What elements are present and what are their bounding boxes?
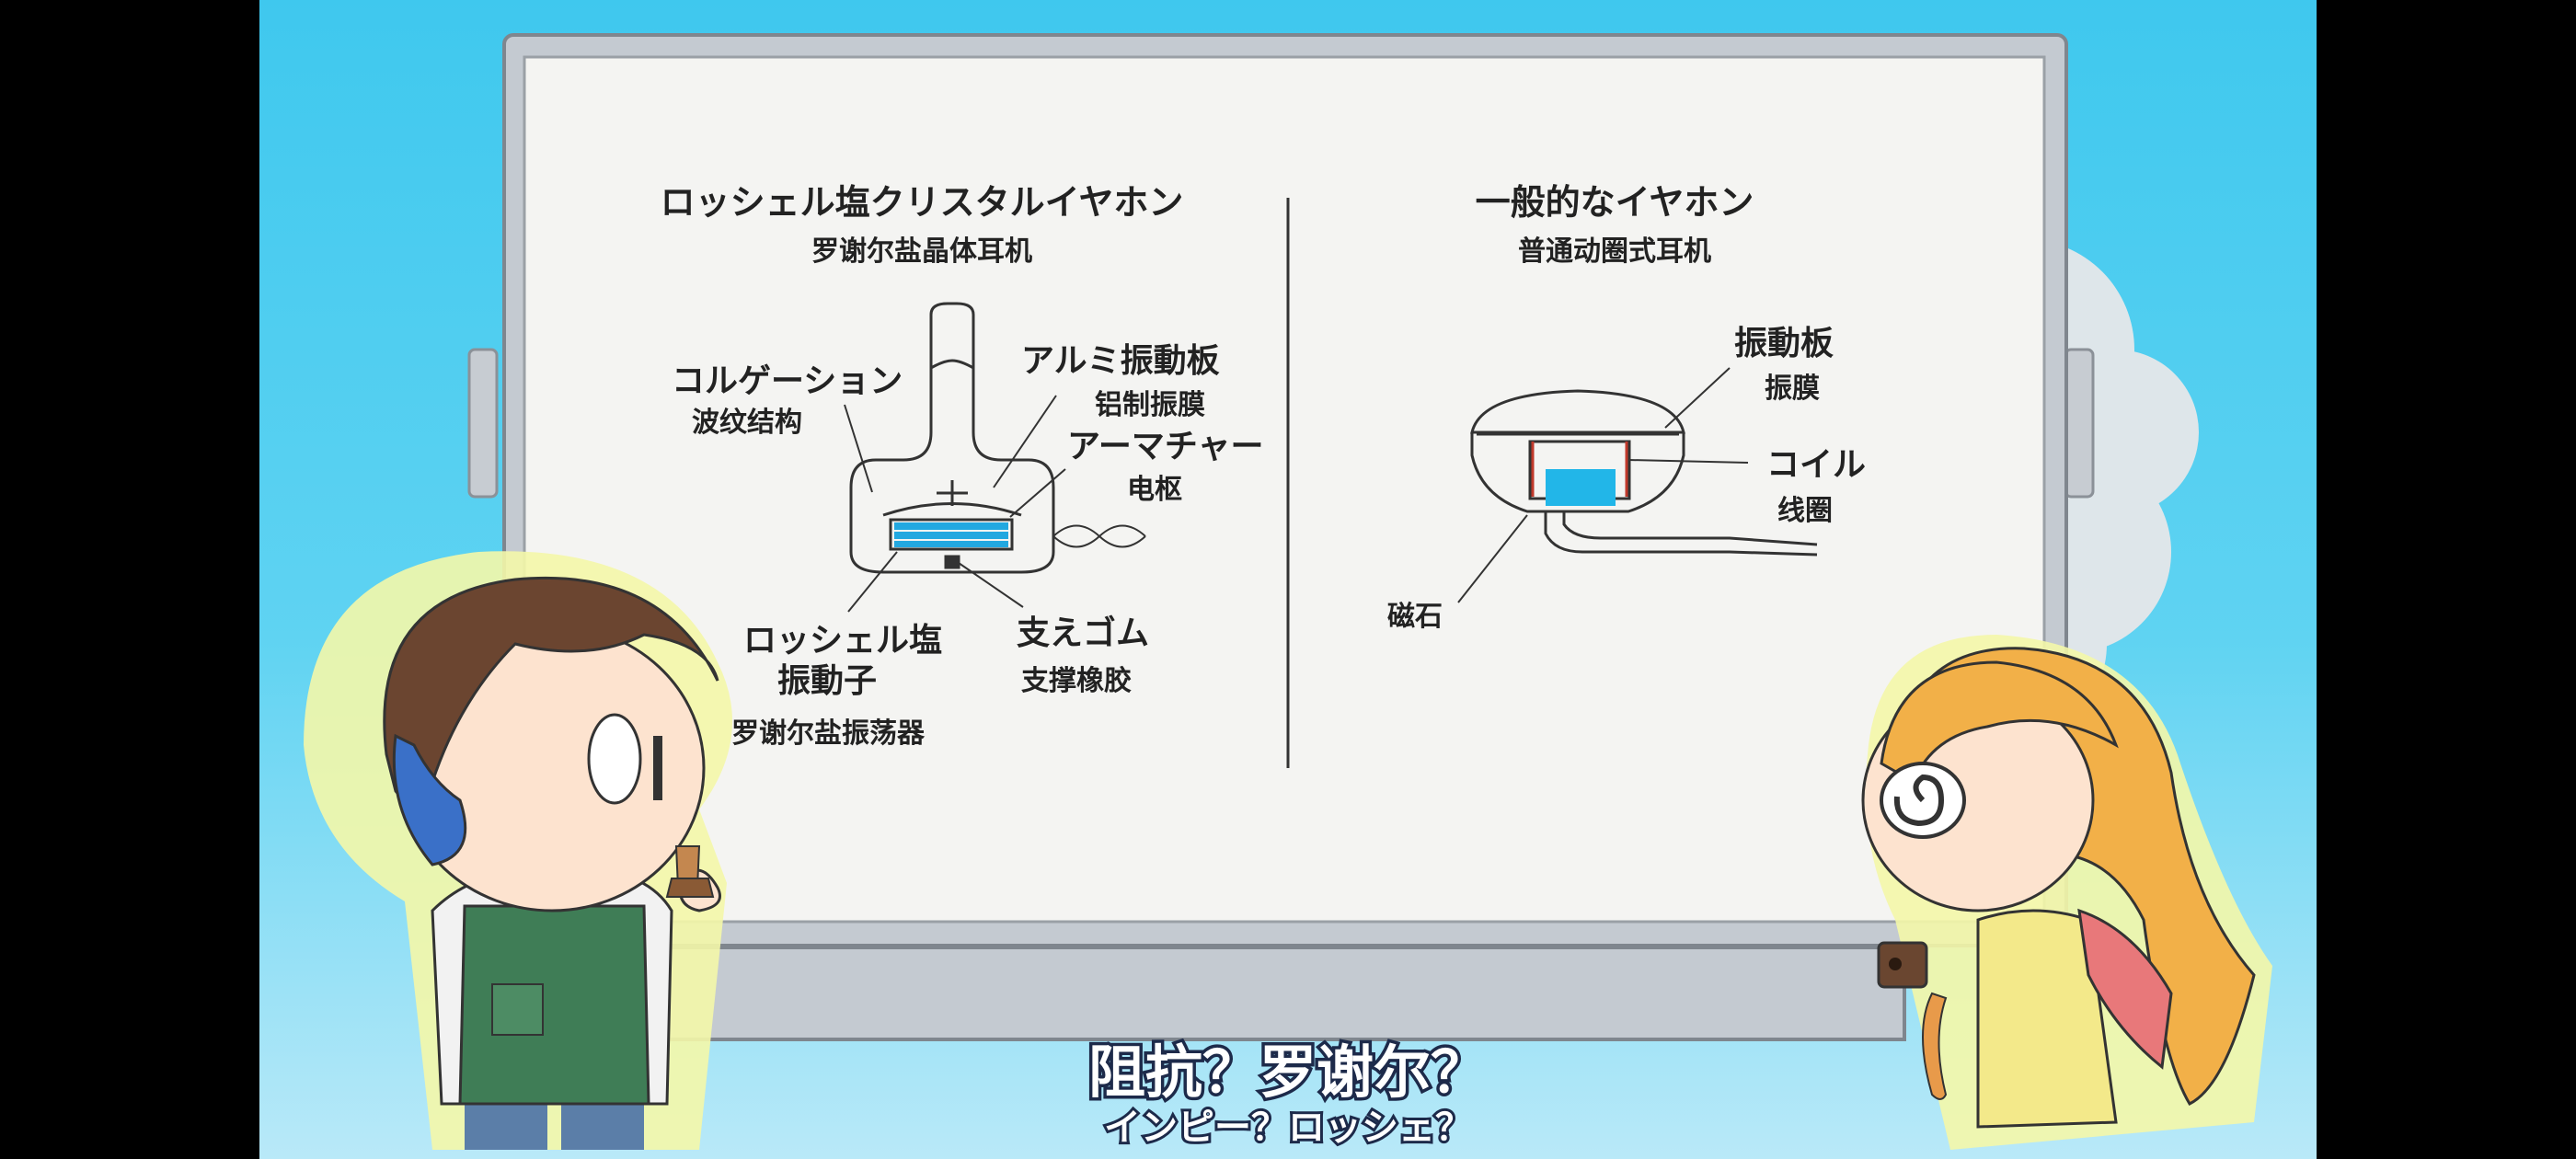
label-corrugation-jp: コルゲーション xyxy=(672,362,903,400)
video-frame: ロッシェル塩クリスタルイヤホン 罗谢尔盐晶体耳机 コルゲーション 波纹结构 アル… xyxy=(259,0,2317,1159)
left-leader-lines xyxy=(844,395,1066,613)
label-magnet-cn: 磁石 xyxy=(1387,601,1443,633)
label-armature-jp: アーマチャー xyxy=(1067,428,1263,465)
label-oscillator-jp-1: ロッシェル塩 xyxy=(743,622,942,660)
label-diaphragm-cn: 振膜 xyxy=(1765,373,1820,405)
right-title-jp: 一般的なイヤホン xyxy=(1476,182,1754,223)
label-corrugation-cn: 波纹结构 xyxy=(692,407,802,439)
subtitle-secondary: インピー？ロッシェ？ xyxy=(1104,1107,1472,1149)
label-oscillator-jp-2: 振動子 xyxy=(777,662,877,700)
magnet-core xyxy=(1546,469,1616,506)
label-rubber-cn: 支撑橡胶 xyxy=(1021,665,1132,697)
left-title-cn: 罗谢尔盐晶体耳机 xyxy=(811,235,1032,268)
label-diaphragm-jp: 振動板 xyxy=(1734,325,1834,362)
label-coil-cn: 线圈 xyxy=(1777,495,1833,527)
label-coil-jp: コイル xyxy=(1766,446,1866,484)
label-oscillator-cn: 罗谢尔盐振荡器 xyxy=(731,717,926,750)
subtitle-main: 阻抗？罗谢尔？ xyxy=(1088,1039,1488,1106)
oscillator-layers xyxy=(894,522,1008,547)
label-al-diaphragm-jp: アルミ振動板 xyxy=(1021,342,1220,380)
scene-canvas: ロッシェル塩クリスタルイヤホン 罗谢尔盐晶体耳机 コルゲーション 波纹结构 アル… xyxy=(304,33,2272,1152)
whiteboard xyxy=(467,33,2095,1041)
boy-character xyxy=(304,551,732,1150)
right-leader-lines xyxy=(1457,367,1749,603)
label-armature-cn: 电枢 xyxy=(1127,474,1182,506)
left-title-jp: ロッシェル塩クリスタルイヤホン xyxy=(661,182,1184,223)
right-title-cn: 普通动圈式耳机 xyxy=(1518,235,1711,268)
girl-character xyxy=(1861,635,2272,1150)
label-al-diaphragm-cn: 铝制振膜 xyxy=(1095,389,1205,421)
label-rubber-jp: 支えゴム xyxy=(1017,614,1149,652)
